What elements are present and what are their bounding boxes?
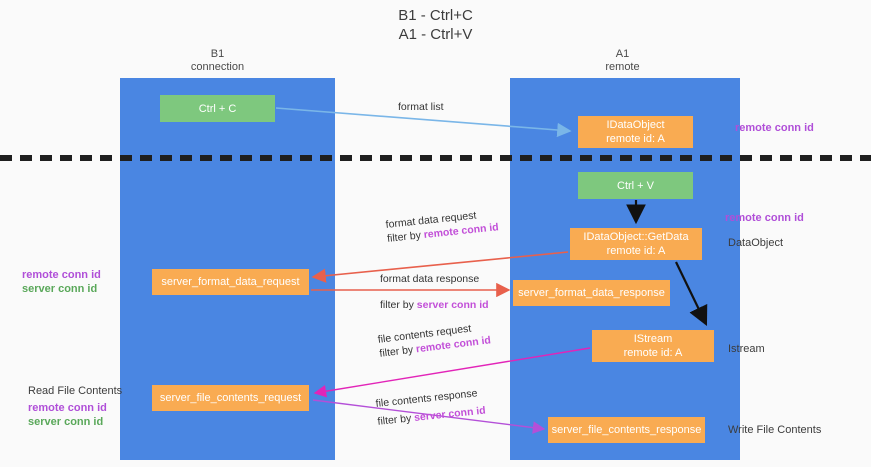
node-ctrl-v[interactable]: Ctrl + V [578, 172, 693, 199]
annotation-left-remote-conn-id-bottom: remote conn id [28, 402, 107, 414]
annotation-left-conn-ids-mid: remote conn id server conn id [22, 268, 101, 296]
annotation-remote-conn-id-mid: remote conn id [725, 212, 804, 224]
annotation-dataobject: DataObject [728, 237, 784, 249]
annotation-read-file-contents: Read File Contents [28, 385, 123, 397]
node-server-format-data-request[interactable]: server_format_data_request [152, 269, 309, 295]
node-idataobject-getdata[interactable]: IDataObject::GetData remote id: A [570, 228, 702, 260]
annotation-remote-conn-id-top: remote conn id [735, 122, 814, 134]
edge-label-file-contents-request: file contents request filter by remote c… [377, 319, 492, 360]
annotation-istream: Istream [728, 343, 765, 355]
edge-label-line2: filter by server conn id [380, 299, 489, 311]
node-server-file-contents-response[interactable]: server_file_contents_response [548, 417, 705, 443]
phase-separator [0, 155, 871, 161]
annotation-left-conn-ids-bottom: remote conn id server conn id [28, 401, 107, 429]
node-istream[interactable]: IStream remote id: A [592, 330, 714, 362]
edge-label-file-contents-response: file contents response filter by server … [375, 386, 486, 429]
annotation-left-server-conn-id-bottom: server conn id [28, 416, 104, 428]
node-server-file-contents-request[interactable]: server_file_contents_request [152, 385, 309, 411]
page-title: B1 - Ctrl+C A1 - Ctrl+V [398, 7, 473, 43]
annotation-write-file-contents: Write File Contents [728, 424, 822, 436]
edge-label-format-data-request: format data request filter by remote con… [385, 206, 499, 246]
column-header-a1: A1 remote [605, 48, 640, 73]
node-server-format-data-response[interactable]: server_format_data_response [513, 280, 670, 306]
node-idataobject[interactable]: IDataObject remote id: A [578, 116, 693, 148]
edge-label-line1: format data response [380, 273, 480, 285]
node-ctrl-c[interactable]: Ctrl + C [160, 95, 275, 122]
edge-label-format-data-response: format data response filter by server co… [380, 272, 489, 312]
edge-label-format-list: format list [398, 101, 444, 113]
annotation-left-server-conn-id-mid: server conn id [22, 283, 98, 295]
column-header-b1: B1 connection [190, 48, 245, 73]
annotation-left-remote-conn-id-mid: remote conn id [22, 269, 101, 281]
